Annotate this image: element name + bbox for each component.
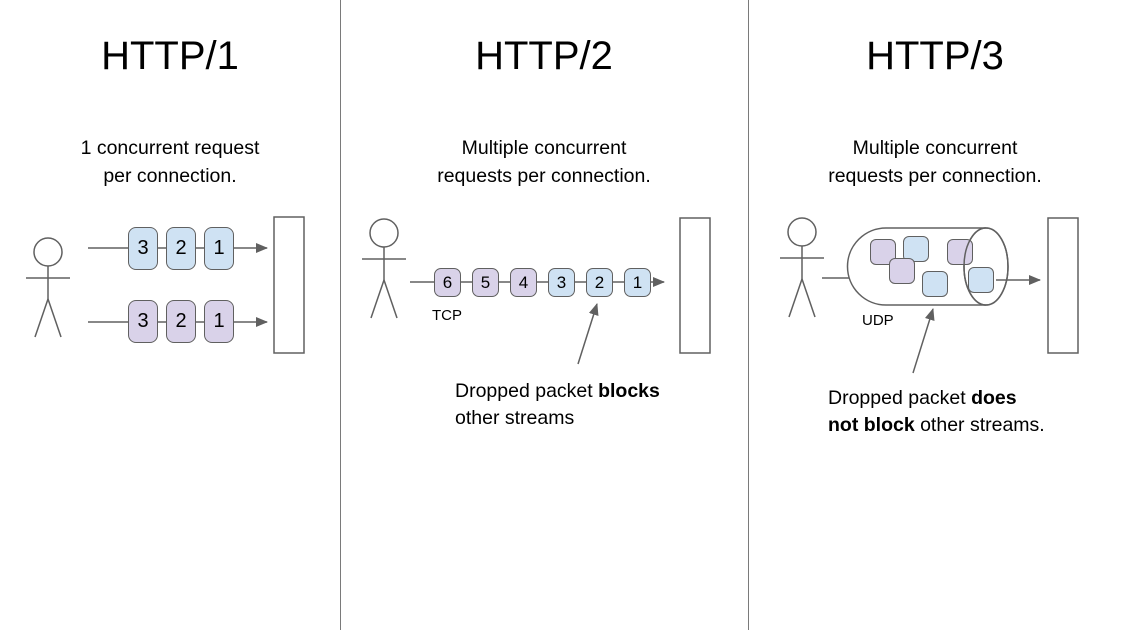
http2-title: HTTP/2 <box>475 34 613 78</box>
http3-subtitle: Multiple concurrent requests per connect… <box>828 137 1042 187</box>
udp-label: UDP <box>862 312 894 329</box>
http1-title: HTTP/1 <box>101 34 239 78</box>
packet <box>968 267 994 293</box>
http2-subtitle: Multiple concurrent requests per connect… <box>437 137 651 187</box>
tcp-label: TCP <box>432 307 462 324</box>
column-divider <box>748 0 749 630</box>
http1-subtitle: 1 concurrent request per connection. <box>80 137 260 187</box>
column-divider <box>340 0 341 630</box>
http3-title: HTTP/3 <box>866 34 1004 78</box>
